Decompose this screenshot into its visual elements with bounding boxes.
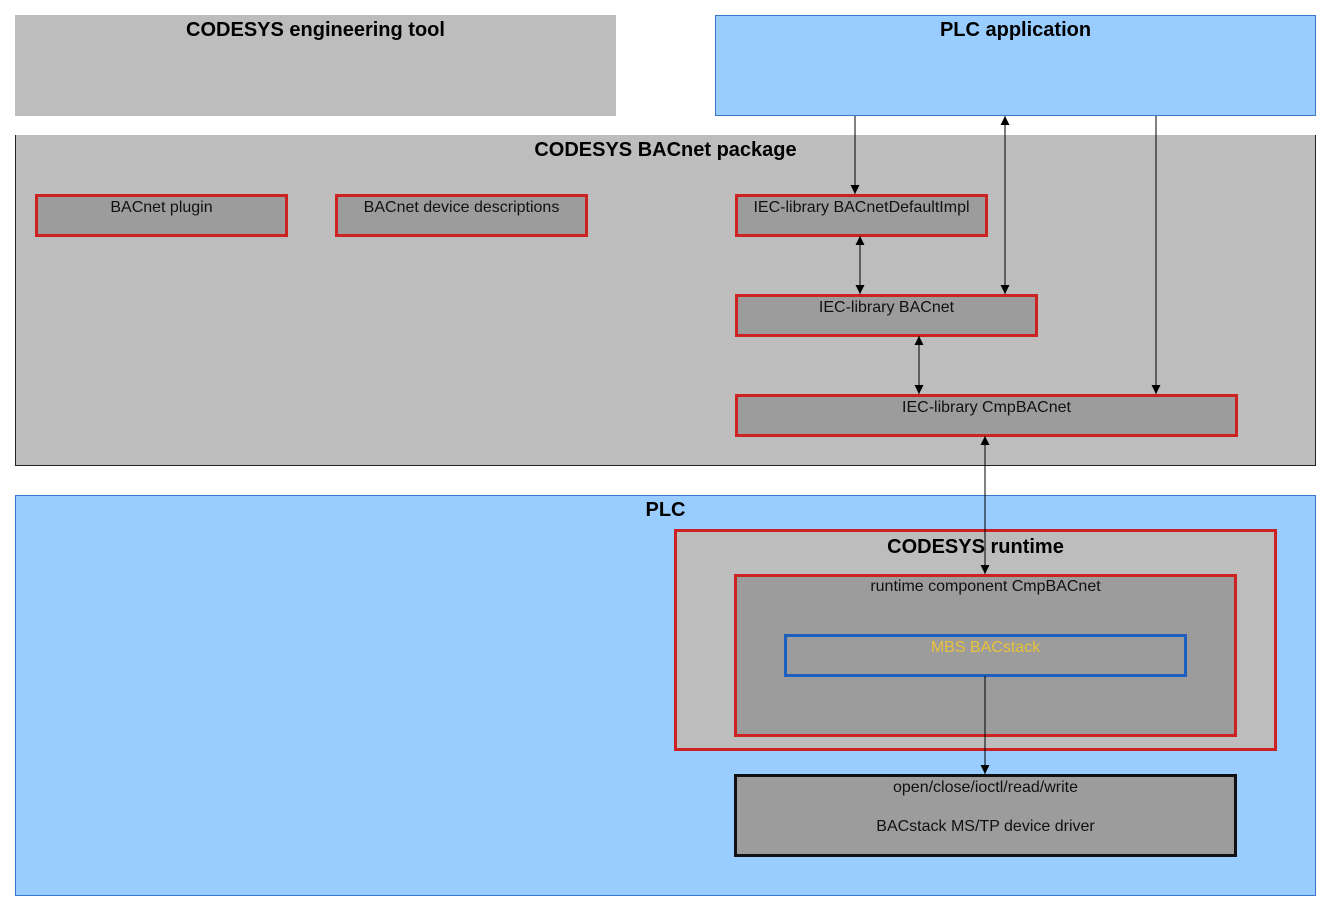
engineering-tool-container: CODESYS engineering tool — [15, 15, 616, 116]
plc-title: PLC — [645, 499, 686, 521]
device-driver-name-label: BACstack MS/TP device driver — [876, 818, 1095, 835]
plc-application-container: PLC application — [715, 15, 1316, 116]
bacnet-package-title: CODESYS BACnet package — [534, 139, 797, 161]
device-driver-calls-label: open/close/ioctl/read/write — [893, 779, 1078, 796]
iec-library-bacnetdefaultimpl-label: IEC-library BACnetDefaultImpl — [753, 199, 970, 216]
bacnet-device-descriptions-label: BACnet device descriptions — [363, 199, 560, 216]
mbs-bacstack-box: MBS BACstack — [784, 634, 1187, 677]
runtime-component-cmpbacnet-label: runtime component CmpBACnet — [870, 578, 1101, 595]
iec-library-bacnetdefaultimpl-box: IEC-library BACnetDefaultImpl — [735, 194, 988, 237]
iec-library-bacnet-label: IEC-library BACnet — [818, 299, 955, 316]
bacnet-device-descriptions-box: BACnet device descriptions — [335, 194, 588, 237]
device-driver-box: open/close/ioctl/read/write BACstack MS/… — [734, 774, 1237, 857]
bacnet-plugin-label: BACnet plugin — [110, 199, 213, 216]
bacnet-plugin-box: BACnet plugin — [35, 194, 288, 237]
mbs-bacstack-label: MBS BACstack — [930, 639, 1041, 656]
iec-library-bacnet-box: IEC-library BACnet — [735, 294, 1038, 337]
plc-application-title: PLC application — [939, 19, 1092, 41]
codesys-runtime-title: CODESYS runtime — [887, 536, 1064, 558]
engineering-tool-title: CODESYS engineering tool — [186, 19, 445, 41]
bacnet-package-container: CODESYS BACnet package BACnet plugin BAC… — [15, 135, 1316, 466]
iec-library-cmpbacnet-label: IEC-library CmpBACnet — [902, 399, 1071, 416]
iec-library-cmpbacnet-box: IEC-library CmpBACnet — [735, 394, 1238, 437]
